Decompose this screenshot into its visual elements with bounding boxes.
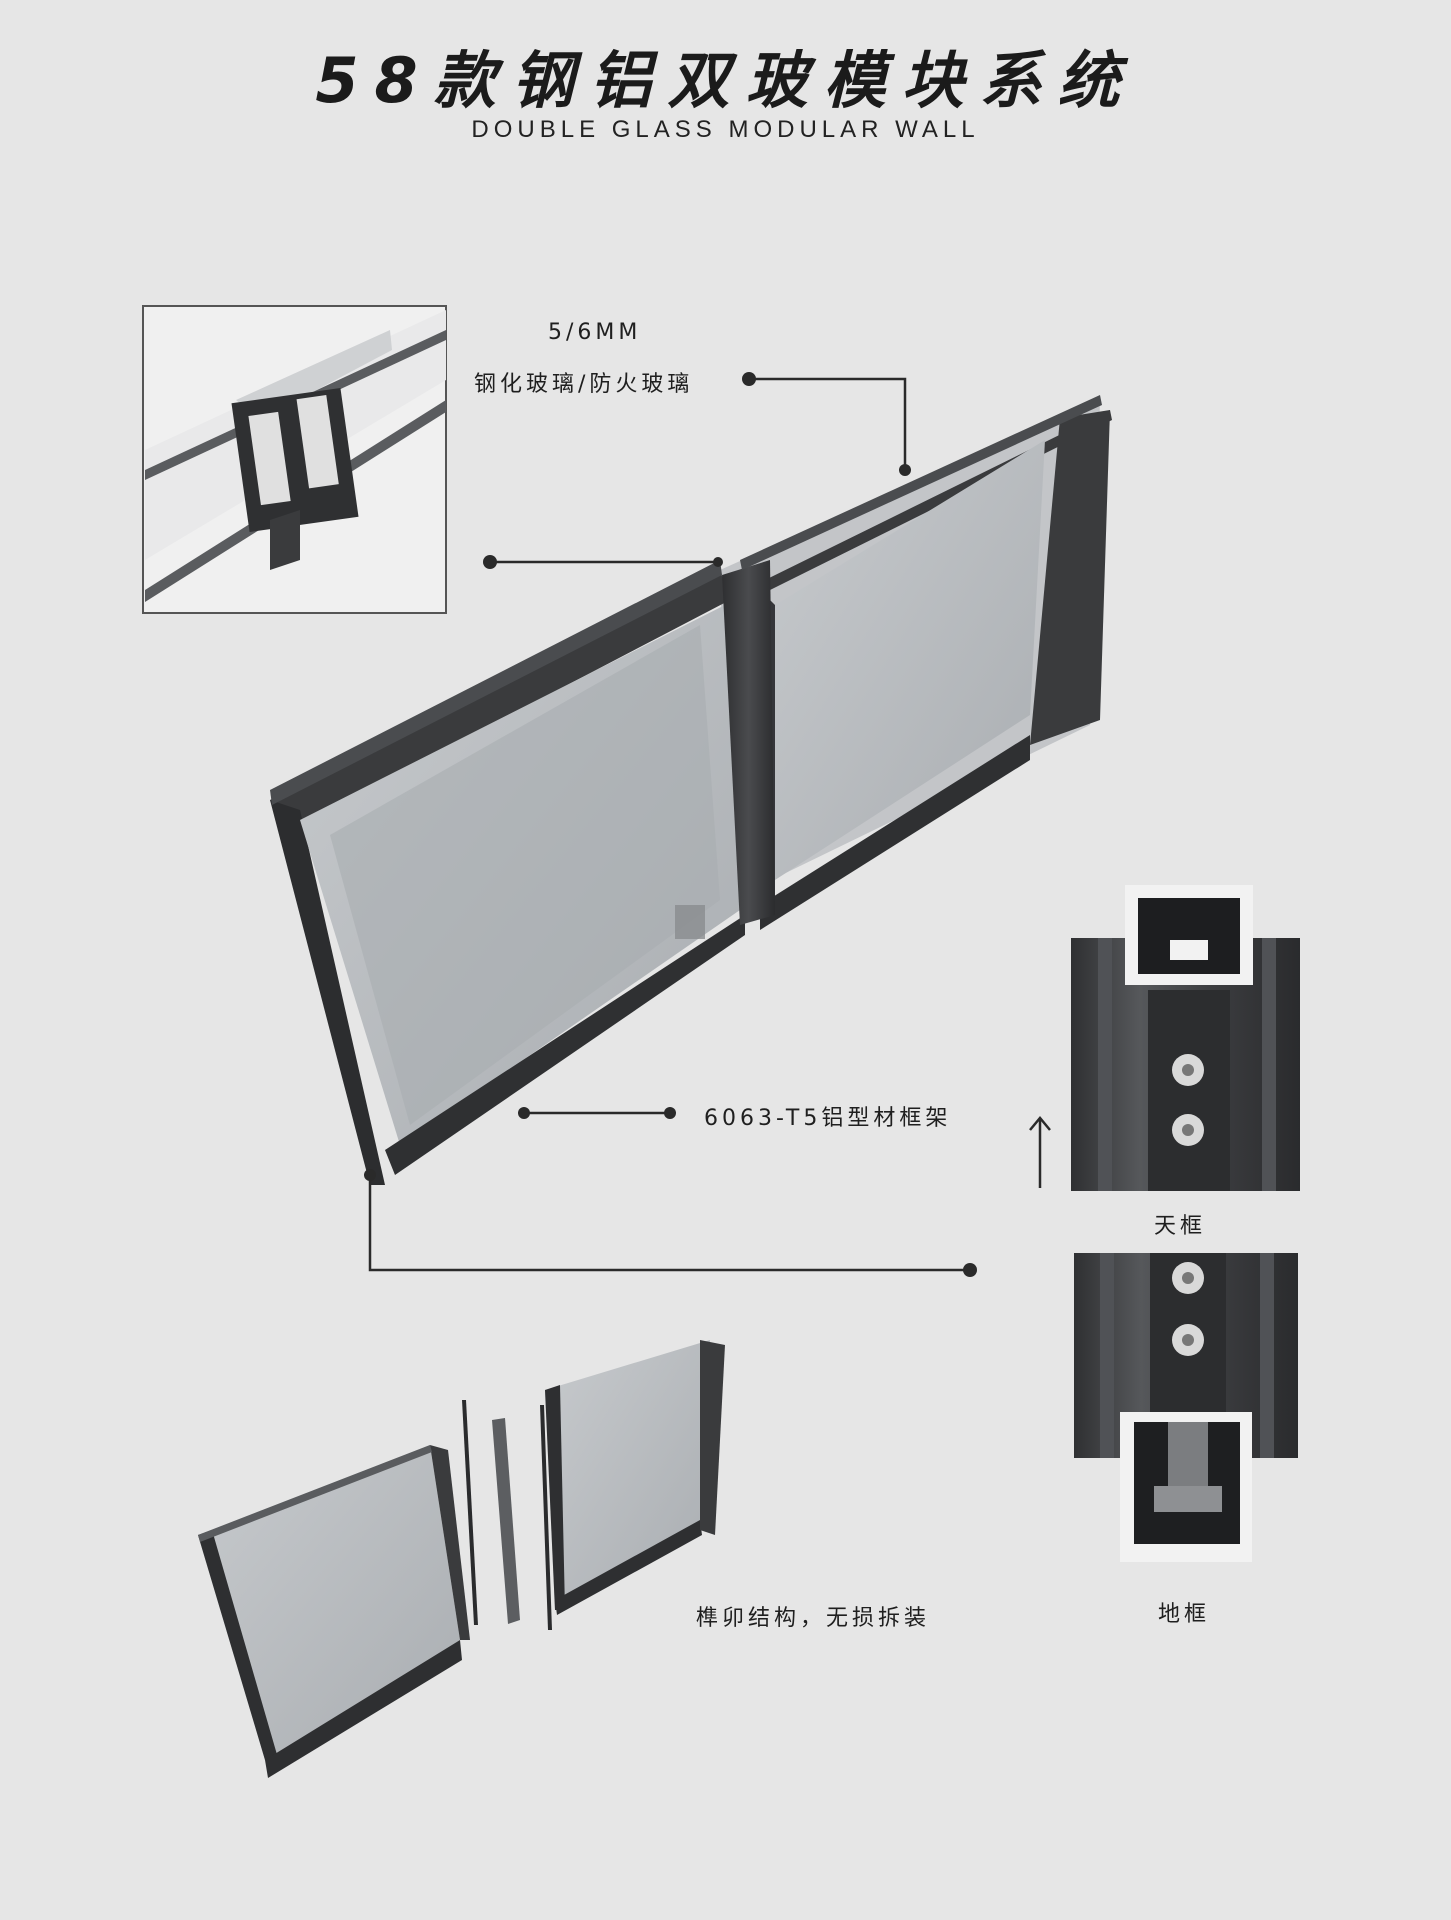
main-module-illustration — [270, 395, 1112, 1185]
profile-detail-inset — [142, 305, 447, 614]
joint-structure-label: 榫卯结构，无损拆装 — [696, 1606, 931, 1631]
bottom-frame-profile — [1074, 1253, 1298, 1562]
glass-thickness-label: 5/6MM — [548, 320, 642, 345]
page-title: 58款钢铝双玻模块系统 — [315, 44, 1136, 117]
glass-type-label: 钢化玻璃/防火玻璃 — [474, 372, 694, 397]
frame-material-label: 6063-T5铝型材框架 — [704, 1106, 952, 1131]
callout-lines — [368, 377, 1051, 1272]
exploded-assembly-illustration — [198, 1340, 725, 1778]
bottom-frame-label: 地框 — [1158, 1602, 1211, 1627]
page-subtitle: DOUBLE GLASS MODULAR WALL — [471, 116, 980, 143]
callout-dots — [364, 372, 977, 1277]
top-frame-profile — [1071, 885, 1300, 1191]
top-frame-label: 天框 — [1154, 1214, 1207, 1239]
